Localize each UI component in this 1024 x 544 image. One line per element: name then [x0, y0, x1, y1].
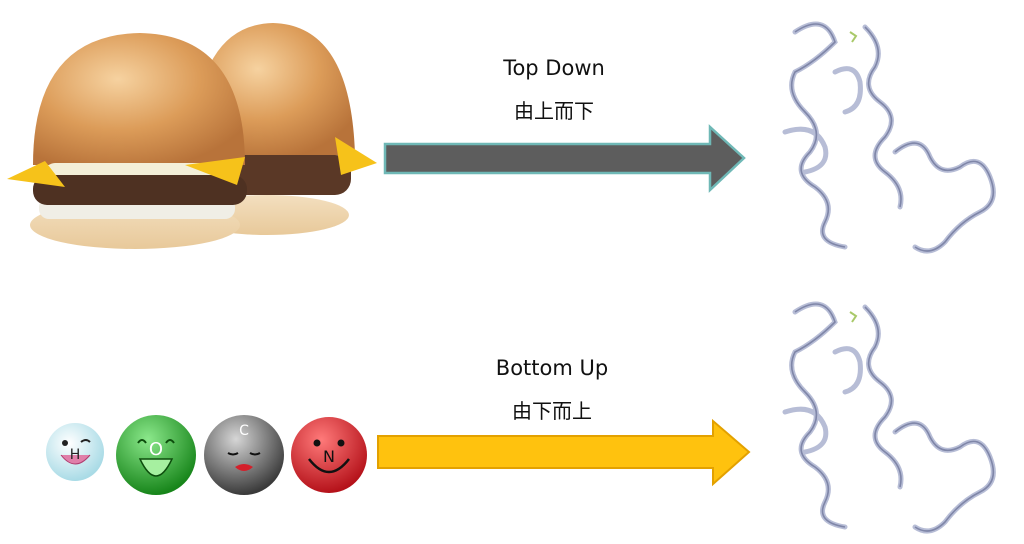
atom-oxygen: O	[116, 415, 196, 495]
top-down-label: Top Down	[503, 56, 605, 80]
atom-h-letter: H	[70, 447, 81, 463]
atom-nitrogen: N	[291, 417, 367, 493]
protein-ribbon-image-bottom	[782, 301, 996, 534]
burger-image	[7, 23, 377, 249]
atom-n-letter: N	[323, 447, 335, 466]
atom-hydrogen: H	[46, 423, 104, 481]
bottom-up-chinese-label: 由下而上	[512, 399, 592, 423]
bottom-up-label: Bottom Up	[495, 356, 609, 380]
atom-c-letter: C	[239, 423, 249, 439]
protein-ribbon-image-top	[782, 21, 996, 254]
atom-o-letter: O	[149, 439, 163, 460]
top-down-arrow	[383, 124, 746, 193]
bottom-up-arrow	[377, 418, 751, 487]
top-down-chinese-label: 由上而下	[514, 99, 594, 123]
atom-carbon: C	[204, 415, 284, 495]
